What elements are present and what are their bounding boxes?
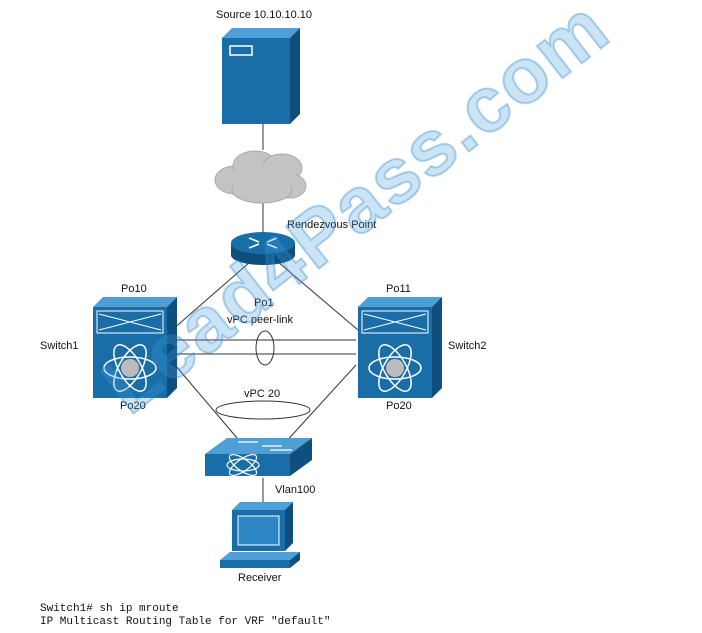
po20-left-label: Po20 bbox=[120, 400, 146, 412]
peer-link-label: vPC peer-link bbox=[227, 314, 294, 326]
po10-label: Po10 bbox=[121, 283, 147, 295]
console-line-1: Switch1# sh ip mroute bbox=[40, 603, 179, 615]
po1-label: Po1 bbox=[254, 297, 274, 309]
cloud-icon bbox=[214, 150, 307, 204]
po1-bundle-ellipse bbox=[255, 330, 275, 366]
link-switch1-access bbox=[174, 364, 244, 446]
rp-label: Rendezvous Point bbox=[287, 219, 377, 231]
po11-label: Po11 bbox=[386, 283, 411, 295]
link-rp-switch1 bbox=[171, 261, 251, 331]
po20-right-label: Po20 bbox=[386, 400, 412, 412]
console-line-2: IP Multicast Routing Table for VRF "defa… bbox=[40, 616, 331, 628]
vpc20-bundle-ellipse bbox=[215, 400, 311, 420]
workstation-icon bbox=[220, 502, 300, 568]
server-icon bbox=[222, 28, 300, 124]
link-switch2-access bbox=[282, 364, 357, 446]
layer3-switch-icon bbox=[205, 438, 312, 477]
switch1-label: Switch1 bbox=[40, 340, 79, 352]
link-rp-switch2 bbox=[277, 261, 359, 331]
router-icon bbox=[231, 232, 295, 265]
receiver-label: Receiver bbox=[238, 572, 282, 584]
nexus-switch-icon bbox=[93, 297, 177, 398]
links bbox=[171, 120, 359, 508]
vlan100-label: Vlan100 bbox=[275, 484, 316, 496]
nexus-switch-icon bbox=[358, 297, 442, 398]
source-label: Source 10.10.10.10 bbox=[216, 9, 313, 21]
vpc20-label: vPC 20 bbox=[244, 388, 281, 400]
switch2-label: Switch2 bbox=[448, 340, 487, 352]
